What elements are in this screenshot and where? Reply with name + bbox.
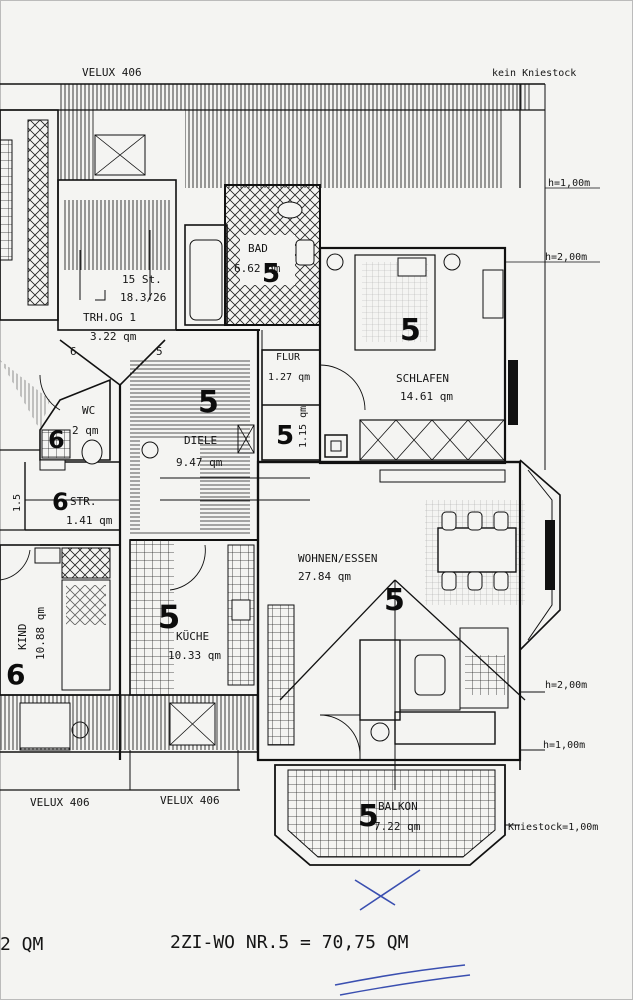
room-area-str: 1.41 qm (66, 514, 113, 527)
kniestock-label: Kniestock=1,00m (508, 822, 598, 833)
room-name-trh: TRH.OG 1 (83, 311, 136, 324)
total-main: 2ZI-WO NR.5 = 70,75 QM (170, 932, 409, 953)
wc-room (0, 360, 111, 471)
handwritten-wc: 6 (48, 426, 65, 454)
room-area-wohnen: 27.84 qm (298, 570, 351, 583)
room-area-flur: 1.27 qm (268, 372, 310, 383)
room-name-str: STR. (70, 495, 97, 508)
room-area-balkon: 7.22 qm (374, 820, 421, 833)
left-windows (0, 109, 59, 321)
roof-hatching-bottom (0, 694, 258, 791)
room-name-schlafen: SCHLAFEN (396, 372, 449, 385)
bay-window (519, 459, 561, 651)
height-guides (505, 187, 600, 263)
room-area-diele: 9.47 qm (176, 456, 223, 469)
room-name-stairs: 15 St. (122, 273, 162, 286)
kitchen (129, 539, 259, 696)
height-label-2-bottom: h=2,00m (545, 680, 587, 691)
roof-diagonal (279, 579, 545, 790)
pen-marks (334, 869, 471, 996)
bathroom (184, 184, 321, 326)
total-left-partial: 2 QM (0, 934, 44, 955)
velux-bottom-left-label: VELUX 406 (30, 796, 90, 809)
step-number-right: 5 (156, 345, 163, 358)
handwritten-diele: 5 (198, 385, 219, 420)
room-area-trh: 3.22 qm (90, 330, 137, 343)
room-name-diele: DIELE (184, 434, 217, 447)
room-name-kueche: KÜCHE (176, 630, 209, 643)
velux-top-label: VELUX 406 (82, 66, 142, 79)
room-area-wc: 2 qm (72, 424, 99, 437)
room-area-side: 1.5 (12, 494, 23, 512)
staircase (57, 134, 177, 331)
living-dining (256, 460, 525, 762)
room-area-bad: 6.62 qm (234, 262, 281, 275)
roof-hatching-top (0, 83, 546, 470)
handwritten-kind: 6 (6, 658, 25, 691)
height-label-1-bottom: h=1,00m (543, 740, 585, 751)
handwritten-flur: 5 (276, 421, 294, 451)
handwritten-bad: 5 (262, 259, 280, 289)
kid-room (0, 544, 121, 751)
handwritten-str: 6 (52, 488, 69, 516)
handwritten-schlafen: 5 (400, 313, 421, 348)
height-label-2-top: h=2,00m (545, 252, 587, 263)
handwritten-kueche: 5 (158, 598, 180, 636)
room-name-kind: KIND (16, 624, 29, 651)
room-name-wohnen: WOHNEN/ESSEN (298, 552, 377, 565)
balcony (274, 764, 520, 866)
room-name-wc: WC (82, 404, 95, 417)
room-area-stairs: 18.3/26 (120, 291, 166, 304)
handwritten-wohnen: 5 (384, 583, 405, 618)
room-area-kind: 10.88 qm (34, 607, 47, 660)
room-area-kueche: 10.33 qm (168, 649, 221, 662)
kein-kniestock-label: kein Kniestock (492, 68, 576, 79)
room-name-balkon: BALKON (378, 800, 418, 813)
step-number-left: 6 (70, 345, 77, 358)
handwritten-balkon: 5 (358, 799, 379, 834)
velux-bottom-mid-label: VELUX 406 (160, 794, 220, 807)
height-label-1-top: h=1,00m (548, 178, 590, 189)
room-name-bad: BAD (248, 242, 268, 255)
room-area-schlafen: 14.61 qm (400, 390, 453, 403)
room-name-flur: FLUR (276, 352, 301, 363)
room-area-abst: 1.15 qm (298, 406, 309, 448)
